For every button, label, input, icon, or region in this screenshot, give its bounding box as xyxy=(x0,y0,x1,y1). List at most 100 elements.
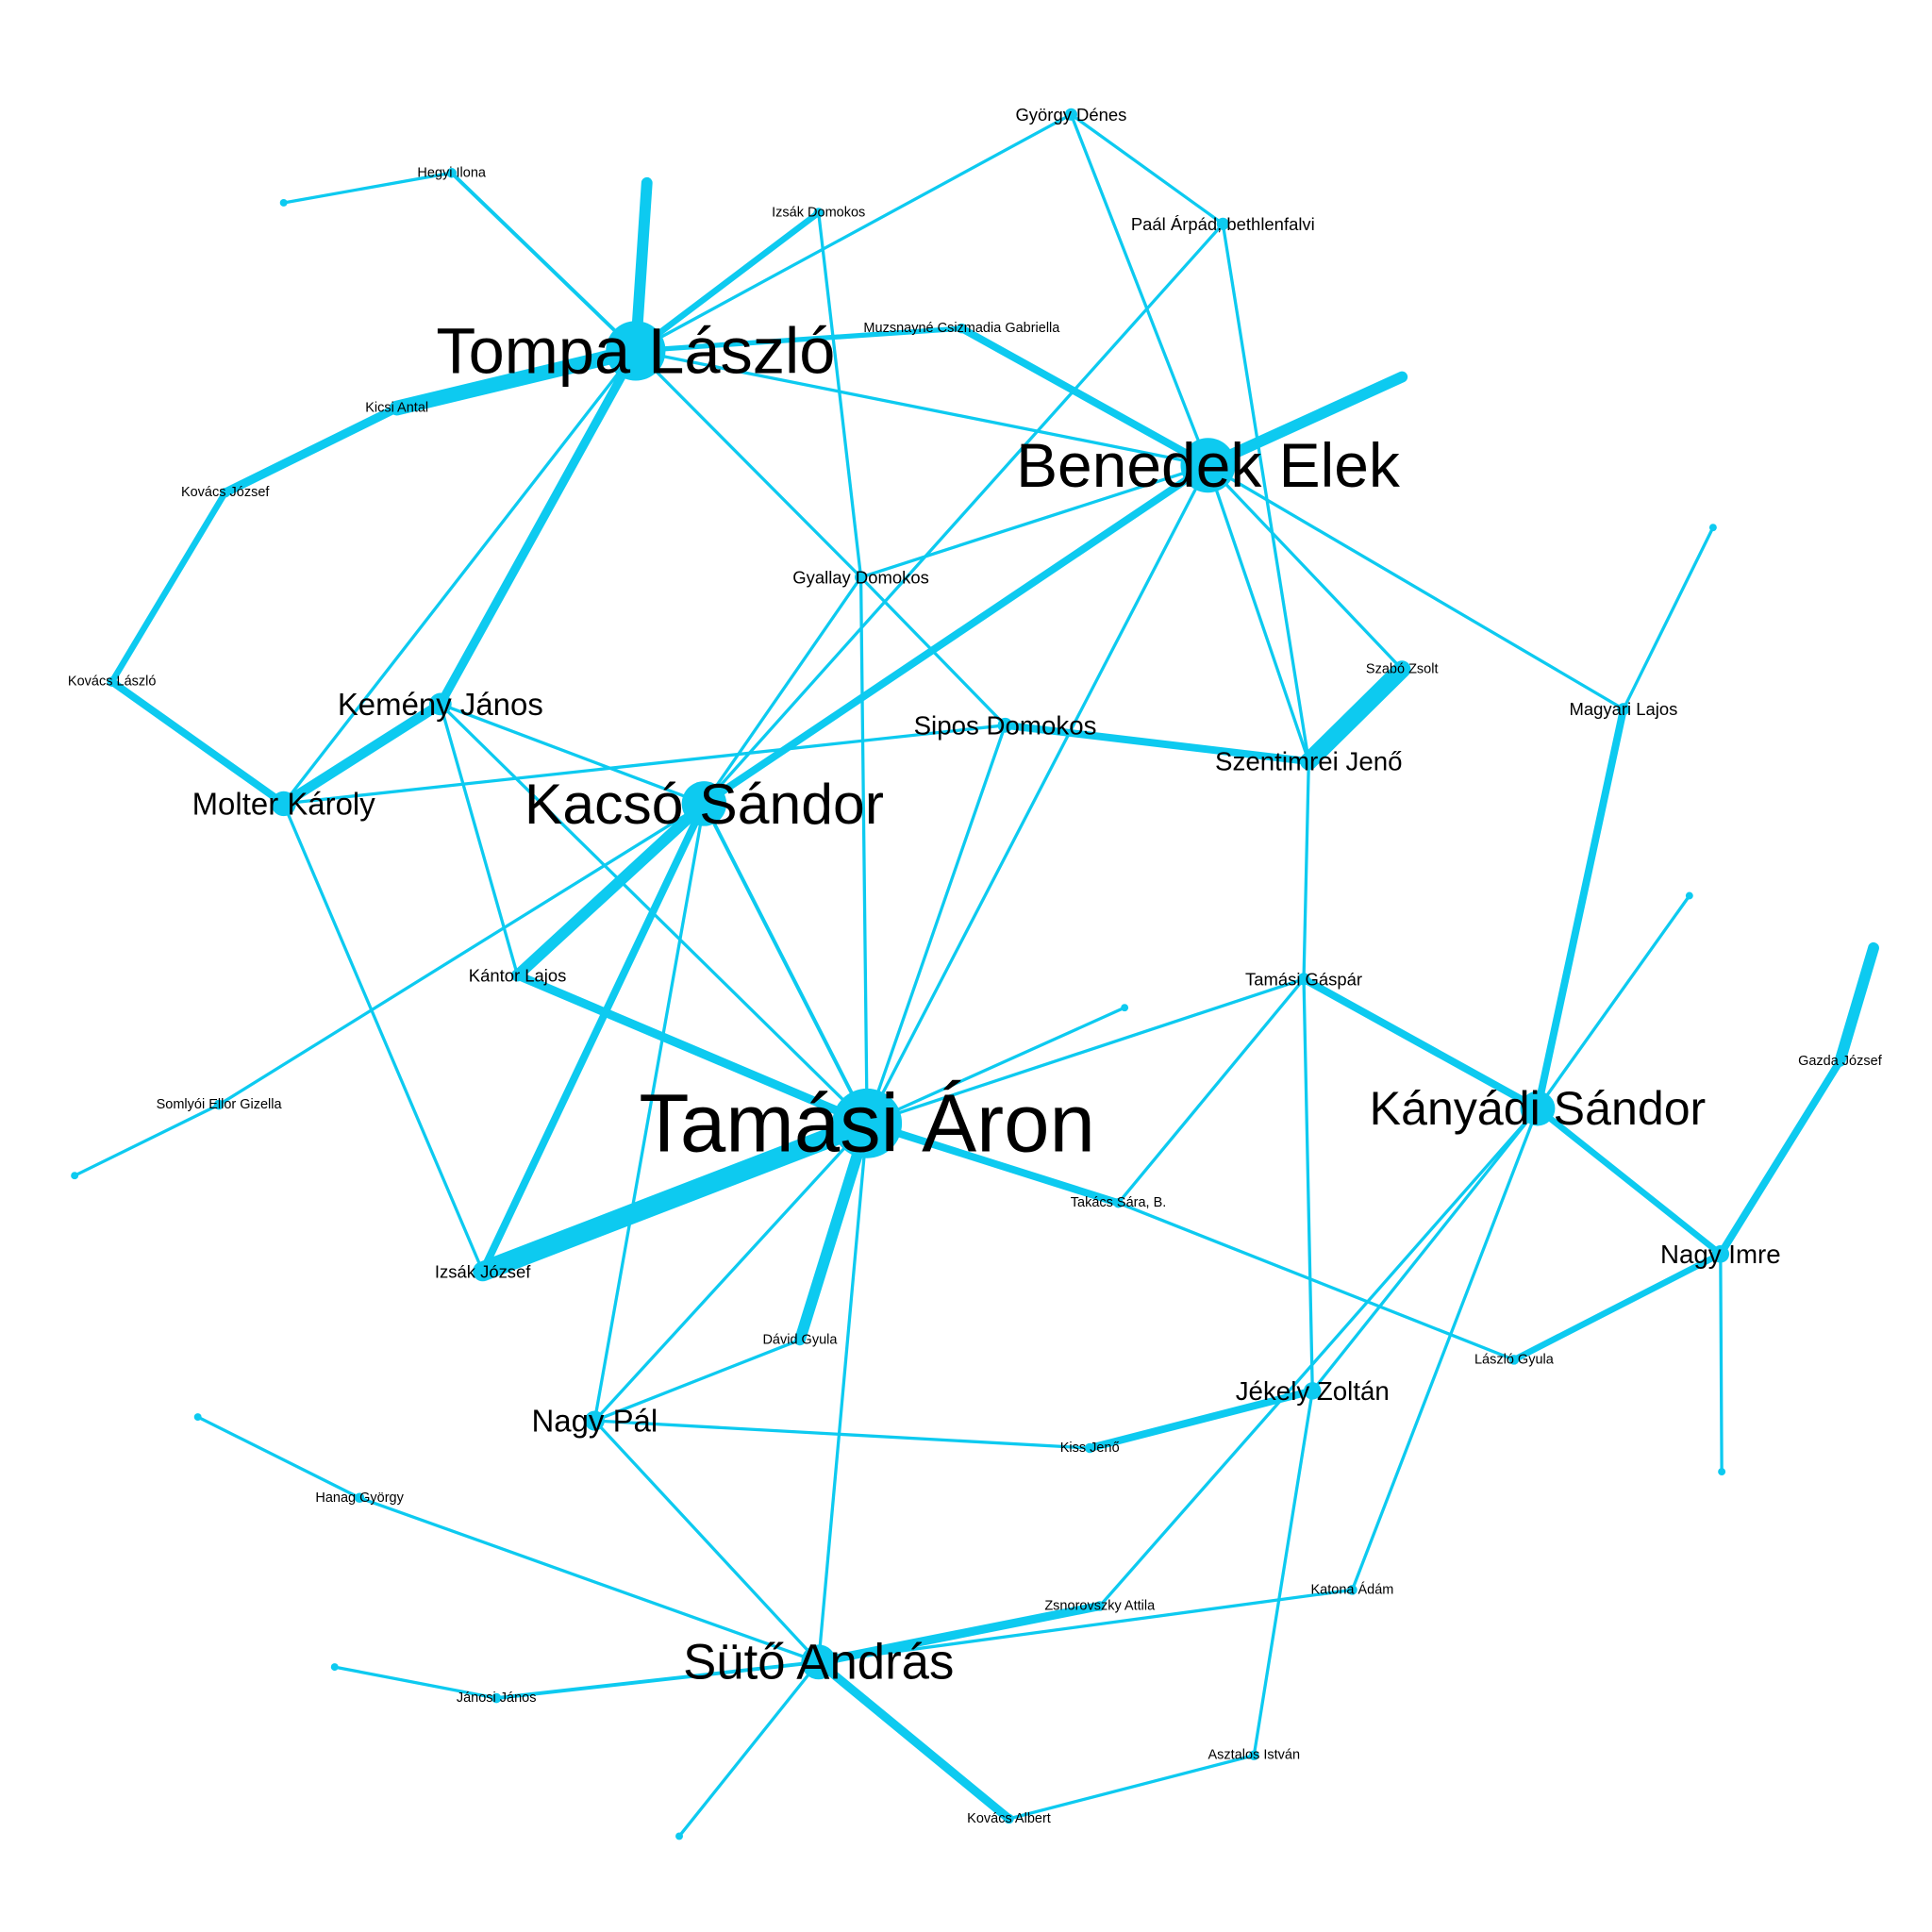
edge-tamasi-gaspar-kanyadi-sandor xyxy=(1300,974,1541,1112)
edge-benedek-elek-tamasi-aron xyxy=(865,463,1210,1125)
edge-gazda-jozsef-t6 xyxy=(1834,941,1879,1067)
node-hanag-gyorgy xyxy=(354,1492,365,1504)
edge-kacso-sandor-somlyoi-ellor xyxy=(217,802,707,1107)
node-label-kanyadi-sandor: Kányádi Sándor xyxy=(1370,1082,1707,1135)
node-label-kovacs-laszlo: Kovács László xyxy=(68,675,157,690)
edge-tompa-laszlo-muzsnayne xyxy=(633,325,965,354)
node-nagy-pal xyxy=(584,1410,605,1431)
edge-jekely-zoltan-kiss-jeno xyxy=(1086,1387,1317,1452)
edge-benedek-elek-magyari-lajos xyxy=(1206,463,1625,711)
edge-kovacs-albert-asztalos-istvan xyxy=(1007,1754,1256,1821)
edge-hegyi-ilona-tompa-laszlo xyxy=(449,171,638,353)
node-kemeny-janos xyxy=(428,692,452,716)
node-label-asztalos-istvan: Asztalos István xyxy=(1208,1748,1301,1763)
node-takacs-sara xyxy=(1113,1197,1124,1208)
node-t6 xyxy=(1870,943,1877,952)
node-label-kantor-lajos: Kántor Lajos xyxy=(469,965,567,985)
node-t3 xyxy=(1398,373,1407,381)
node-t10 xyxy=(330,1663,339,1672)
edge-somlyoi-ellor-t8 xyxy=(73,1103,221,1177)
node-gazda-jozsef xyxy=(1835,1056,1845,1067)
edge-suto-andras-zsnorovszky xyxy=(814,1601,1105,1667)
node-label-szentimrei-jeno: Szentimrei Jenő xyxy=(1215,747,1403,776)
node-laszlo-gyula xyxy=(1508,1355,1520,1365)
node-jekely-zoltan xyxy=(1304,1382,1322,1400)
node-t5 xyxy=(1685,891,1693,900)
edge-kemeny-janos-kantor-lajos xyxy=(439,702,520,977)
node-muzsnayne xyxy=(957,323,967,334)
node-david-gyula xyxy=(794,1335,806,1345)
edge-sipos-domokos-tamasi-aron xyxy=(865,724,1008,1125)
node-label-kovacs-jozsef: Kovács József xyxy=(181,485,270,500)
edge-tompa-laszlo-gyorgy-denes xyxy=(634,112,1074,353)
node-label-nagy-pal: Nagy Pál xyxy=(531,1403,658,1438)
edge-kemeny-janos-kacso-sandor xyxy=(439,702,707,806)
edge-nagy-pal-david-gyula xyxy=(592,1338,802,1423)
node-label-somlyoi-ellor: Somlyói Ellor Gizella xyxy=(157,1097,283,1112)
node-t4 xyxy=(1708,524,1717,532)
edge-gyorgy-denes-paal-arpad xyxy=(1069,112,1224,226)
edge-nagy-imre-laszlo-gyula xyxy=(1510,1250,1724,1363)
edge-gyallay-domokos-sipos-domokos xyxy=(858,575,1008,727)
edge-tompa-laszlo-kemeny-janos xyxy=(436,346,641,709)
node-kovacs-albert xyxy=(1004,1813,1014,1824)
edge-suto-andras-kovacs-albert xyxy=(814,1657,1014,1824)
node-t9 xyxy=(193,1413,202,1421)
node-kovacs-laszlo xyxy=(107,676,117,687)
edge-kanyadi-sandor-katona-adam xyxy=(1350,1107,1540,1591)
node-label-muzsnayne: Muzsnayné Csizmadia Gabriella xyxy=(863,321,1060,336)
node-kicsi-antal xyxy=(391,403,402,413)
edges xyxy=(73,112,1879,1839)
edge-janosi-janos-t10 xyxy=(333,1665,498,1700)
node-t1 xyxy=(279,198,288,207)
edge-tompa-laszlo-kicsi-antal xyxy=(389,342,643,416)
edge-szentimrei-jeno-tamasi-gaspar xyxy=(1302,759,1310,981)
node-label-tamasi-aron: Tamási Áron xyxy=(639,1077,1095,1169)
edge-takacs-sara-laszlo-gyula xyxy=(1116,1201,1516,1362)
node-label-molter-karoly: Molter Károly xyxy=(192,786,376,821)
edge-kanyadi-sandor-jekely-zoltan xyxy=(1310,1107,1540,1392)
edge-sipos-domokos-szentimrei-jeno xyxy=(1001,721,1313,766)
edge-suto-andras-katona-adam xyxy=(817,1588,1355,1664)
edge-nagy-imre-t11 xyxy=(1719,1252,1724,1474)
edge-gyallay-domokos-tamasi-aron xyxy=(858,575,869,1125)
edge-tamasi-aron-tamasi-gaspar xyxy=(865,977,1306,1125)
node-kiss-jeno xyxy=(1084,1442,1095,1454)
edge-molter-karoly-izsak-jozsef xyxy=(282,802,485,1274)
edge-nagy-imre-gazda-jozsef xyxy=(1716,1057,1844,1258)
node-izsak-domokos xyxy=(813,208,824,218)
edge-izsak-domokos-gyallay-domokos xyxy=(817,210,863,579)
node-t11 xyxy=(1718,1468,1726,1476)
node-t12 xyxy=(675,1832,683,1840)
node-label-kemeny-janos: Kemény János xyxy=(338,687,543,722)
edge-benedek-elek-szabo-zsolt xyxy=(1206,463,1404,672)
node-hegyi-ilona xyxy=(446,168,457,178)
node-label-katona-adam: Katona Ádám xyxy=(1311,1581,1394,1597)
edge-szentimrei-jeno-szabo-zsolt xyxy=(1300,660,1411,771)
node-t7 xyxy=(1121,1004,1129,1012)
nodes xyxy=(71,108,1877,1840)
edge-benedek-elek-t3 xyxy=(1202,371,1408,472)
node-label-kovacs-albert: Kovács Albert xyxy=(967,1811,1051,1826)
edge-tompa-laszlo-molter-karoly xyxy=(282,349,638,806)
edge-kanyadi-sandor-t5 xyxy=(1536,893,1691,1110)
edge-hanag-gyorgy-t9 xyxy=(196,1415,361,1500)
edge-hegyi-ilona-t1 xyxy=(282,171,454,205)
edge-kovacs-jozsef-kovacs-laszlo xyxy=(108,489,228,685)
node-label-izsak-domokos: Izsák Domokos xyxy=(772,206,865,221)
node-paal-arpad xyxy=(1216,217,1229,230)
edge-tamasi-aron-takacs-sara xyxy=(863,1119,1123,1208)
edge-tamasi-aron-david-gyula xyxy=(794,1117,874,1346)
node-label-janosi-janos: Jánosi János xyxy=(457,1690,537,1706)
node-szabo-zsolt xyxy=(1396,664,1407,675)
node-label-tamasi-gaspar: Tamási Gáspár xyxy=(1245,969,1362,989)
edge-paal-arpad-kacso-sandor xyxy=(702,222,1224,806)
edge-kanyadi-sandor-zsnorovszky xyxy=(1098,1107,1540,1608)
node-gyallay-domokos xyxy=(854,571,868,584)
edge-suto-andras-hanag-gyorgy xyxy=(358,1496,821,1664)
node-label-tompa-laszlo: Tompa László xyxy=(436,314,835,387)
node-label-gazda-jozsef: Gazda József xyxy=(1798,1054,1883,1069)
edge-benedek-elek-gyallay-domokos xyxy=(858,463,1210,579)
edge-jekely-zoltan-asztalos-istvan xyxy=(1252,1389,1314,1757)
